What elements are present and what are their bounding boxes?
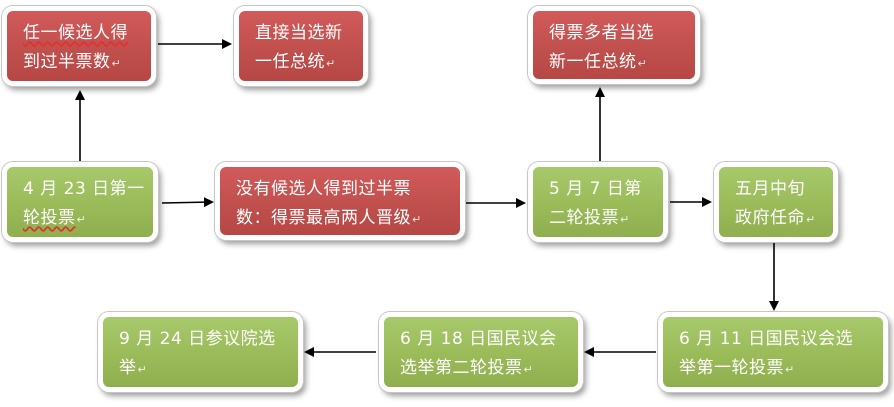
- paragraph-mark: ↵: [326, 57, 336, 70]
- box-gov-appointment: 五月中旬 政府任命↵: [714, 162, 838, 242]
- box-assembly-round1-line1: 6 月 11 日国民议会选: [679, 329, 854, 349]
- box-elected-round1-line2: 一任总统: [255, 52, 325, 72]
- box-first-round: 4 月 23 日第一 轮投票↵: [2, 162, 158, 242]
- box-senate-line1: 9 月 24 日参议院选: [119, 329, 276, 349]
- box-majority-round1: 任一候选人得 到过半票数↵: [2, 6, 156, 86]
- box-most-votes-elected-line1: 得票多者当选: [549, 23, 654, 43]
- box-first-round-line1: 4 月 23 日第一: [23, 179, 145, 199]
- box-second-round-line1: 5 月 7 日第: [549, 179, 642, 199]
- box-most-votes-elected-line2: 新一任总统: [549, 52, 637, 72]
- box-assembly-round2: 6 月 18 日国民议会 选举第二轮投票↵: [379, 312, 583, 392]
- box-majority-round1-line1: 任一候选人得: [23, 23, 128, 43]
- box-elected-round1-line1: 直接当选新: [255, 23, 343, 43]
- box-assembly-round2-line1: 6 月 18 日国民议会: [400, 329, 557, 349]
- box-senate: 9 月 24 日参议院选 举↵: [98, 312, 303, 392]
- box-assembly-round1: 6 月 11 日国民议会选 举第一轮投票↵: [658, 312, 888, 392]
- paragraph-mark: ↵: [523, 363, 534, 376]
- box-senate-line2: 举: [119, 358, 137, 378]
- box-first-round-line2: 轮投票: [23, 208, 76, 228]
- arrow-first-round-to-no-majority: [161, 197, 214, 208]
- box-elected-round1: 直接当选新 一任总统↵: [234, 6, 368, 86]
- paragraph-mark: ↵: [111, 57, 122, 70]
- box-gov-appointment-line2: 政府任命: [735, 208, 805, 228]
- box-most-votes-elected: 得票多者当选 新一任总统↵: [528, 6, 700, 84]
- box-gov-appointment-line1: 五月中旬: [735, 179, 805, 199]
- paragraph-mark: ↵: [785, 363, 795, 376]
- box-no-majority: 没有候选人得到过半票 数：得票最高两人晋级↵: [215, 162, 465, 240]
- box-no-majority-line2: 数：得票最高两人晋级: [236, 208, 411, 228]
- box-no-majority-line1: 没有候选人得到过半票: [236, 179, 411, 199]
- paragraph-mark: ↵: [137, 363, 148, 376]
- box-second-round: 5 月 7 日第 二轮投票↵: [528, 162, 668, 242]
- box-assembly-round1-line2: 举第一轮投票: [679, 358, 784, 378]
- box-assembly-round2-line2: 选举第二轮投票: [400, 358, 523, 378]
- box-majority-round1-line2: 到过半票数: [23, 52, 111, 72]
- paragraph-mark: ↵: [637, 57, 648, 70]
- paragraph-mark: ↵: [412, 213, 422, 226]
- box-second-round-line2: 二轮投票: [549, 208, 619, 228]
- paragraph-mark: ↵: [76, 213, 87, 226]
- paragraph-mark: ↵: [806, 213, 816, 226]
- paragraph-mark: ↵: [620, 213, 630, 226]
